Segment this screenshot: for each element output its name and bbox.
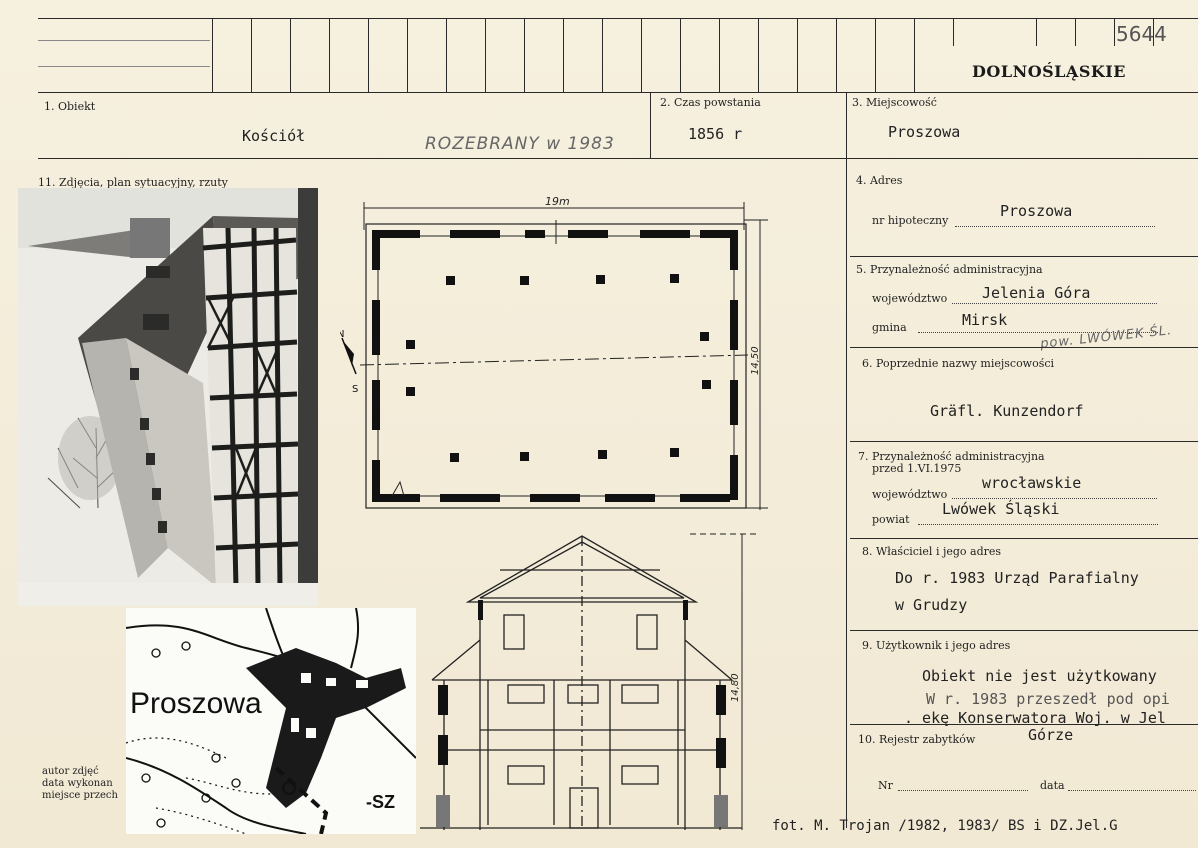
divider-1-2: [650, 92, 651, 158]
church-photo: [18, 188, 318, 606]
object-label: 1. Obiekt: [44, 100, 96, 113]
header-grid-line: [719, 18, 720, 92]
address-label: 4. Adres: [856, 174, 903, 187]
admin-label: 5. Przynależność administracyjna: [856, 263, 1043, 276]
mortgage-label: nr hipoteczny: [872, 214, 949, 227]
header-grid-line: [797, 18, 798, 92]
row5-bottom-line: [850, 347, 1198, 348]
header-grid-line: [1075, 18, 1076, 46]
storage-place-label: miejsce przech: [42, 790, 118, 801]
header-grid-line: [758, 18, 759, 92]
header-bottom-line: [38, 92, 1198, 93]
address-value: Proszowa: [1000, 202, 1073, 220]
photo-credit: fot. M. Trojan /1982, 1983/ BS i DZ.Jel.…: [772, 818, 1118, 834]
register-date-line: [1068, 790, 1196, 791]
user-label: 9. Użytkownik i jego adres: [862, 639, 1011, 652]
user-line-2: W r. 1983 przeszedł pod opi: [926, 690, 1170, 708]
photos-label: 11. Zdjęcia, plan sytuacyjny, rzuty: [38, 176, 228, 189]
owner-label: 8. Właściciel i jego adres: [862, 545, 1002, 558]
old-county-value: Lwówek Śląski: [942, 500, 1060, 518]
north-label: N: [340, 329, 344, 340]
region-name: DOLNOŚLĄSKIE: [972, 62, 1126, 81]
row8-bottom-line: [850, 630, 1198, 631]
header-grid-line: [290, 18, 291, 92]
header-grid-line: [680, 18, 681, 92]
section-height-label: 14,80: [730, 673, 741, 702]
main-vertical-divider: [846, 92, 847, 828]
header-grid-line: [251, 18, 252, 92]
admin-before-label: 7. Przynależność administracyjna: [858, 450, 1045, 463]
row1-bottom-line: [38, 158, 1198, 159]
owner-line-1: Do r. 1983 Urząd Parafialny: [895, 569, 1139, 587]
admin-before-date: przed 1.VI.1975: [872, 462, 962, 475]
map-direction: -SZ: [366, 792, 395, 812]
header-grid-line: [953, 18, 954, 46]
header-grid-line: [524, 18, 525, 92]
date-built-value: 1856 r: [688, 125, 743, 143]
commune-label: gmina: [872, 321, 907, 334]
header-grid-line: [368, 18, 369, 92]
voivodeship-label: województwo: [872, 292, 948, 305]
old-county-label: powiat: [872, 513, 910, 526]
old-voivodeship-label: województwo: [872, 488, 948, 501]
voivodeship-value: Jelenia Góra: [982, 284, 1091, 302]
voivodeship-line: [952, 303, 1157, 304]
register-nr-label: Nr: [878, 779, 893, 792]
former-names-value: Gräfl. Kunzendorf: [930, 402, 1084, 420]
header-grid-line: [1114, 18, 1115, 46]
locality-label: 3. Miejscowość: [852, 96, 937, 109]
user-line-1: Obiekt nie jest użytkowany: [922, 667, 1157, 685]
header-grid-line: [563, 18, 564, 92]
plan-width-label: 19m: [545, 195, 570, 208]
row6-bottom-line: [850, 441, 1198, 442]
commune-value: Mirsk: [962, 311, 1008, 329]
register-nr-line: [898, 790, 1028, 791]
row7-bottom-line: [850, 538, 1198, 539]
header-grid-line: [212, 18, 213, 92]
row9-bottom-line: [850, 724, 1198, 725]
register-date-label: data: [1040, 779, 1065, 792]
header-grid-line: [914, 18, 915, 92]
site-map: Proszowa -SZ: [126, 608, 416, 834]
owner-line-2: w Grudzy: [895, 596, 968, 614]
date-built-label: 2. Czas powstania: [660, 96, 761, 109]
header-grid-line: [1036, 18, 1037, 46]
old-county-line: [918, 524, 1158, 525]
header-grid-line: [485, 18, 486, 92]
header-grid-line: [407, 18, 408, 92]
old-voivodeship-value: wrocławskie: [982, 474, 1082, 492]
photo-date-label: data wykonan: [42, 778, 113, 789]
south-label: S: [352, 384, 358, 395]
header-grid-line: [602, 18, 603, 92]
header-guide-line-2: [38, 66, 210, 67]
locality-value: Proszowa: [888, 123, 961, 141]
user-line-4: Górze: [1028, 726, 1074, 744]
user-line-3: . ekę Konserwatora Woj. w Jel: [904, 709, 1166, 727]
commune-line: [918, 332, 1158, 333]
header-grid-line: [329, 18, 330, 92]
row4-bottom-line: [850, 256, 1198, 257]
old-voivodeship-line: [952, 498, 1157, 499]
author-label: autor zdjęć: [42, 766, 99, 777]
architectural-drawings: 19m 14,50 14,80: [337, 190, 780, 830]
header-grid-line: [641, 18, 642, 92]
map-place-name: Proszowa: [130, 687, 262, 720]
header-grid-line: [836, 18, 837, 92]
top-border: [38, 18, 1198, 19]
header-grid-line: [1153, 18, 1154, 46]
header-grid-line: [875, 18, 876, 92]
header-guide-line: [38, 40, 210, 41]
header-grid-line: [446, 18, 447, 92]
mortgage-line: [955, 226, 1155, 227]
register-label: 10. Rejestr zabytków: [858, 733, 976, 746]
demolished-note: ROZEBRANY w 1983: [425, 134, 615, 154]
object-value: Kościół: [242, 127, 306, 145]
catalog-number: 5644: [1116, 22, 1167, 46]
plan-depth-label: 14,50: [750, 346, 761, 375]
former-names-label: 6. Poprzednie nazwy miejscowości: [862, 357, 1055, 370]
